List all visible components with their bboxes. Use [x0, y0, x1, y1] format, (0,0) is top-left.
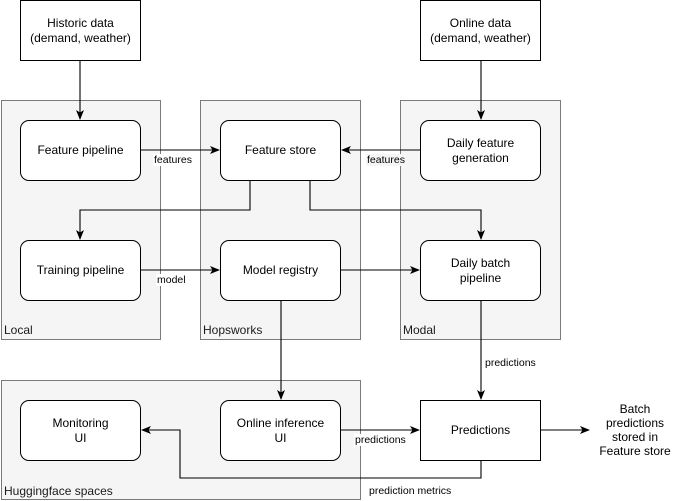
- node-model-registry: Model registry: [220, 240, 341, 301]
- node-feature-store: Feature store: [220, 120, 341, 181]
- edge-label-prediction-metrics: prediction metrics: [368, 485, 453, 497]
- edge-label-features-left: features: [153, 154, 193, 166]
- edge-label-predictions-across: predictions: [354, 434, 407, 446]
- output-batch-predictions-text: Batch predictions stored in Feature stor…: [599, 402, 671, 458]
- node-daily-batch-pipeline: Daily batch pipeline: [420, 240, 541, 301]
- edge-label-predictions-down: predictions: [484, 357, 537, 369]
- node-online-inference-ui: Online inference UI: [220, 400, 341, 461]
- group-label-modal: Modal: [403, 323, 436, 337]
- group-label-hopsworks: Hopsworks: [203, 323, 263, 337]
- node-daily-feature-generation: Daily feature generation: [420, 120, 541, 181]
- node-historic-data: Historic data (demand, weather): [20, 0, 141, 61]
- group-label-local: Local: [4, 323, 33, 337]
- node-training-pipeline: Training pipeline: [20, 240, 141, 301]
- node-feature-pipeline: Feature pipeline: [20, 120, 141, 181]
- group-label-huggingface: Huggingface spaces: [4, 484, 113, 498]
- node-online-data: Online data (demand, weather): [420, 0, 541, 61]
- edge-label-features-right: features: [366, 154, 406, 166]
- node-predictions: Predictions: [420, 400, 541, 461]
- node-monitoring-ui: Monitoring UI: [20, 400, 141, 461]
- edge-label-model: model: [156, 274, 187, 286]
